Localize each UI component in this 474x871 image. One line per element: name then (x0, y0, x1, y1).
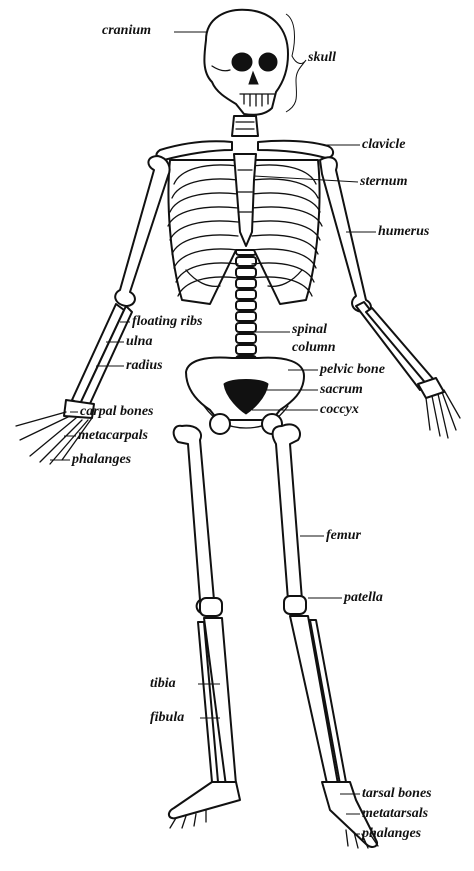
leader-lines (50, 13, 376, 835)
label-pelvic-bone: pelvic bone (320, 362, 385, 377)
label-tarsal-bones: tarsal bones (362, 786, 432, 801)
rib-cage-drawing (167, 153, 323, 305)
pelvis-drawing (185, 356, 305, 435)
label-floating-ribs: floating ribs (132, 314, 203, 329)
rib (173, 248, 239, 269)
rib (169, 192, 239, 213)
rib (251, 164, 317, 185)
label-phalanges-foot: phalanges (362, 826, 422, 841)
vertebra (235, 256, 257, 267)
vertebra (235, 344, 257, 355)
rib (251, 220, 321, 241)
label-radius: radius (126, 358, 163, 373)
label-sacrum: sacrum (320, 382, 363, 397)
rib (251, 206, 323, 227)
skull-drawing (203, 8, 289, 116)
vertebra (235, 311, 257, 322)
rib (251, 262, 315, 283)
label-sternum: sternum (360, 174, 408, 189)
rib (169, 220, 239, 241)
vertebra (235, 278, 257, 289)
label-patella: patella (344, 590, 383, 605)
label-tibia: tibia (150, 676, 176, 691)
label-humerus: humerus (378, 224, 430, 239)
label-cranium: cranium (102, 23, 152, 38)
rib (251, 192, 321, 213)
left-leg-drawing (168, 424, 241, 829)
label-ulna: ulna (126, 334, 153, 349)
left-arm-drawing (15, 155, 171, 465)
rib (177, 276, 239, 297)
vertebra (235, 267, 257, 278)
label-femur: femur (326, 528, 361, 543)
right-arm-drawing (319, 156, 461, 439)
label-carpal-bones: carpal bones (80, 404, 154, 419)
label-phalanges-hand: phalanges (72, 452, 132, 467)
rib (171, 234, 239, 255)
rib (251, 234, 319, 255)
rib (171, 178, 239, 199)
rib (251, 248, 317, 269)
label-skull: skull (308, 50, 337, 65)
rib (175, 262, 239, 283)
label-fibula: fibula (150, 710, 185, 725)
label-metatarsals: metatarsals (362, 806, 429, 821)
vertebra (235, 300, 257, 311)
right-leg-drawing (271, 423, 379, 849)
vertebra (235, 322, 257, 333)
vertebra (235, 289, 257, 300)
rib (251, 178, 319, 199)
label-column: column (292, 340, 336, 355)
label-coccyx: coccyx (320, 402, 359, 417)
rib (167, 206, 239, 227)
rib (173, 164, 239, 185)
label-metacarpals: metacarpals (78, 428, 148, 443)
label-clavicle: clavicle (362, 137, 406, 152)
label-spinal: spinal (292, 322, 328, 337)
vertebra (235, 333, 257, 344)
